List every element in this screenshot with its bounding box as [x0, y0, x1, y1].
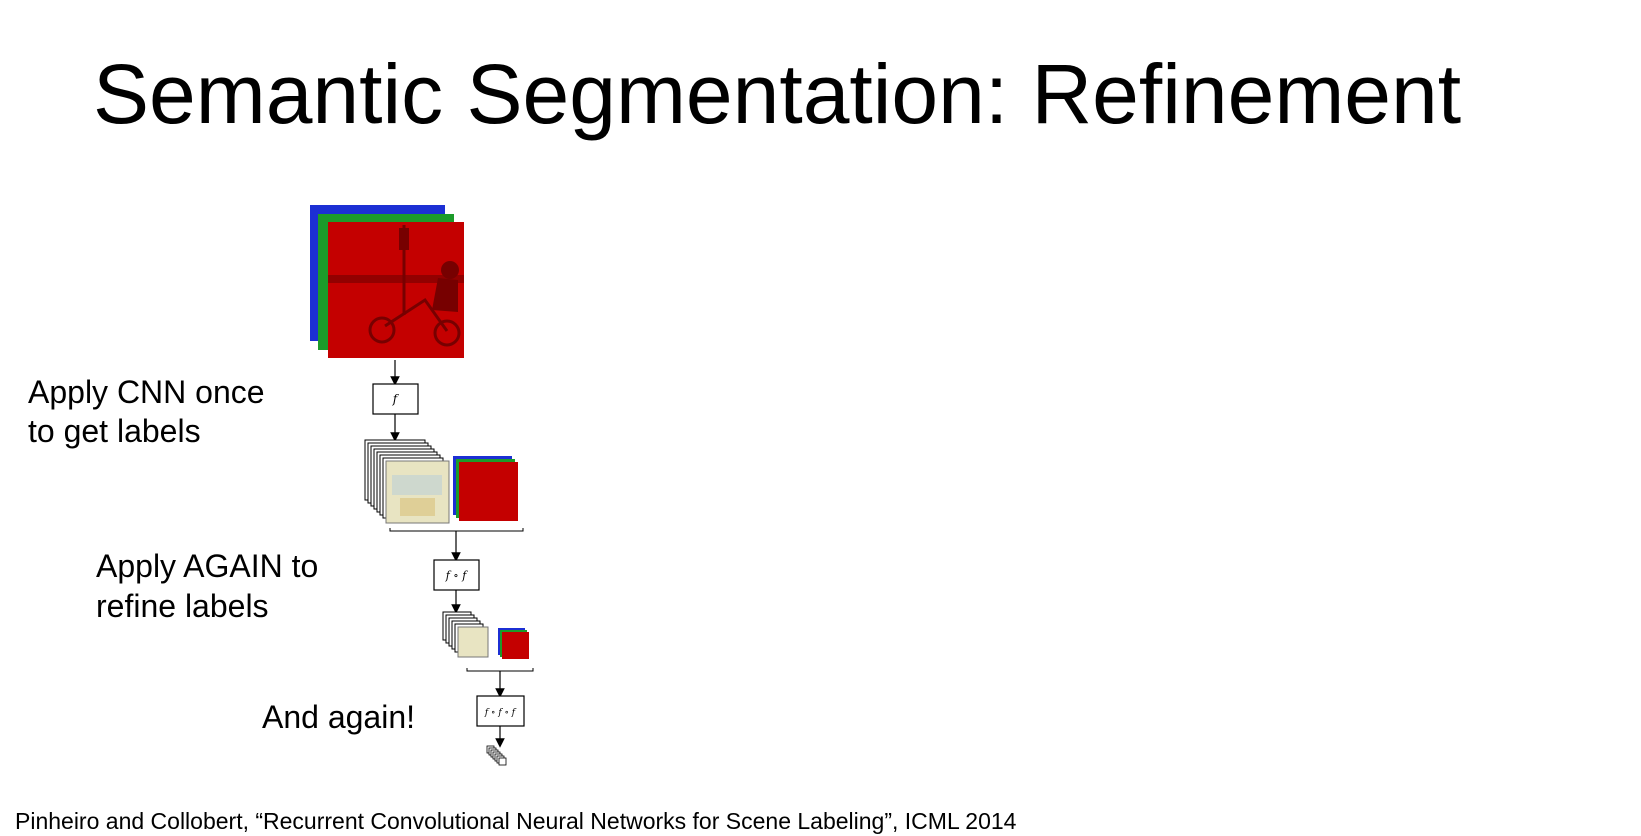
step3-label: And again!: [262, 699, 416, 735]
stage2-brace: [466, 668, 534, 672]
step2-label-line2: refine labels: [96, 588, 269, 624]
scene-silhouette: [328, 225, 464, 347]
step2-label-line1: Apply AGAIN to: [96, 548, 319, 584]
stage1-rgb-stack: [453, 456, 518, 521]
slide-title: Semantic Segmentation: Refinement: [93, 47, 1462, 141]
function-box-f-f: f ∘ f: [433, 559, 480, 591]
stage3-output-stack: [486, 745, 507, 766]
function-label-f: f: [392, 392, 400, 406]
stage1-brace: [389, 528, 524, 532]
stage2-label-maps: [442, 611, 489, 658]
function-box-f: f: [372, 383, 419, 415]
function-box-f-f-f: f ∘ f ∘ f: [476, 695, 525, 727]
step1-label-line2: to get labels: [28, 413, 201, 449]
stage1-label-maps: [364, 439, 450, 524]
function-label-f-f: f ∘ f: [445, 569, 468, 582]
input-image-stack: [310, 205, 464, 358]
function-label-f-f-f: f ∘ f ∘ f: [484, 708, 517, 718]
step1-label-line1: Apply CNN once: [28, 374, 265, 410]
stage2-rgb-stack: [498, 628, 529, 659]
citation: Pinheiro and Collobert, “Recurrent Convo…: [15, 808, 1017, 834]
